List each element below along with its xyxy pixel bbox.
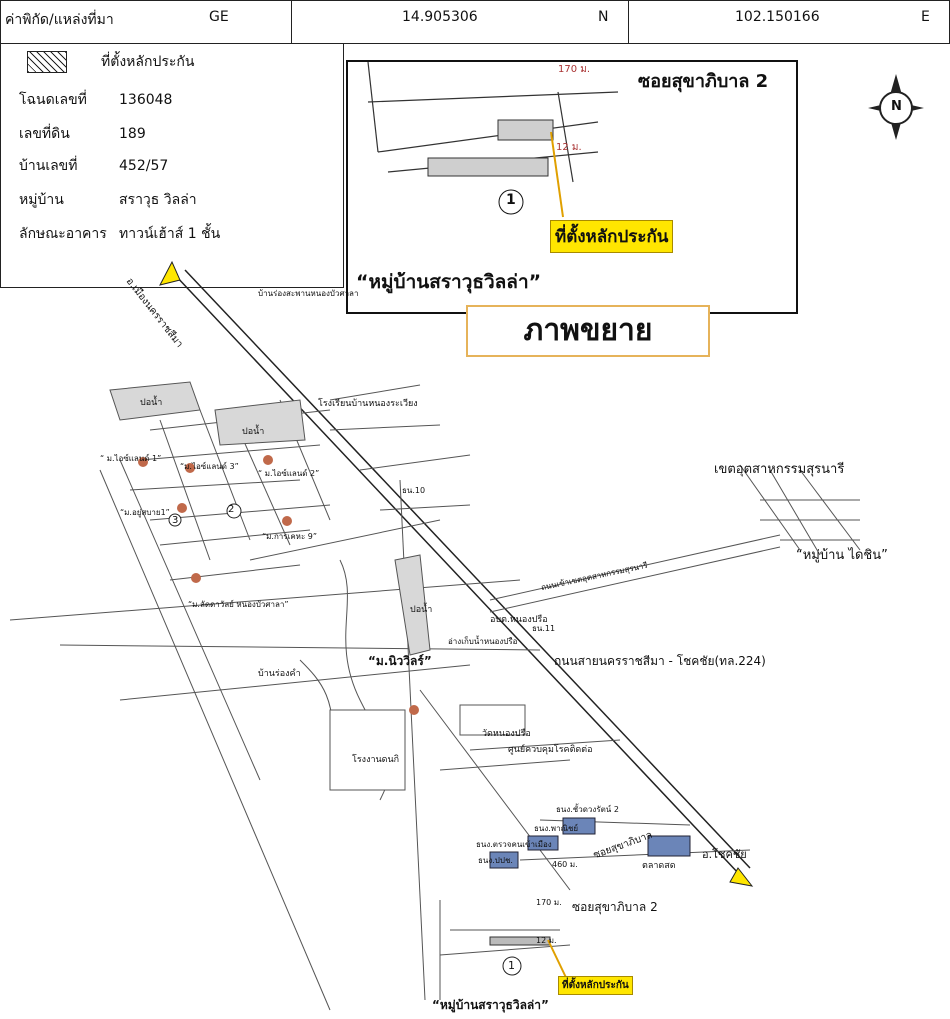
deed-label: โฉนดเลขที่ <box>19 92 87 108</box>
source-value: GE <box>209 9 229 25</box>
marker-1: 1 <box>508 959 515 972</box>
inset-title: ภาพขยาย <box>523 313 653 348</box>
label-tower2: ธน.11 <box>532 624 556 633</box>
north-compass-icon: N <box>866 72 926 146</box>
label-obt: อบต.หนองปรือ <box>490 615 548 625</box>
village-value: สราวุธ วิลล่า <box>119 192 197 208</box>
land-no-row: เลขที่ดิน 189 <box>19 123 146 145</box>
source-cell: ค่าพิกัด/แหล่งที่มา GE <box>1 1 292 43</box>
marker-2: 2 <box>228 504 235 515</box>
label-temple: วัดหนองปรือ <box>482 729 531 739</box>
inset-dist-side: 12 ม. <box>556 142 582 153</box>
house-no-row: บ้านเลขที่ 452/57 <box>19 155 168 177</box>
latitude-value: 14.905306 <box>402 9 478 25</box>
village-label: หมู่บ้าน <box>19 192 64 208</box>
label-to-chokchai: อ.โชคชัย <box>702 848 747 861</box>
label-v-ban: บ้านร่องคำ <box>258 669 301 679</box>
building-row: ลักษณะอาคาร ทาวน์เฮ้าส์ 1 ชั้น <box>19 223 220 245</box>
inset-marker-1: 1 <box>506 192 516 208</box>
label-bank3: ธนง.ตรวจคนเข้าเมือง <box>476 840 552 849</box>
building-value: ทาวน์เฮ้าส์ 1 ชั้น <box>119 226 221 242</box>
label-bank2: ธนง.พาณิชย์ <box>534 824 579 833</box>
label-school: โรงเรียนบ้านหนองระเวียง <box>318 399 418 409</box>
label-health: ศูนย์ควบคุมโรคติดต่อ <box>508 745 593 755</box>
label-dist-12: 12 ม. <box>536 936 557 945</box>
label-market: ตลาดสด <box>642 861 676 871</box>
inset-map: ซอยสุขาภิบาล 2 170 ม. 12 ม. 1 ที่ตั้งหลั… <box>346 60 798 314</box>
label-v3: “ ม.ไอซ์แลนด์ 2” <box>258 469 320 478</box>
house-no-label: บ้านเลขที่ <box>19 158 78 174</box>
label-pond: อ่างเก็บน้ำหนองปรือ <box>448 637 518 646</box>
label-pond1: ปอน้ำ <box>140 398 163 408</box>
label-bank1: ธนง.ชั้วดวงรัตน์ 2 <box>556 805 619 814</box>
inset-dist-top: 170 ม. <box>558 64 591 75</box>
building-label: ลักษณะอาคาร <box>19 226 107 242</box>
land-no-label: เลขที่ดิน <box>19 126 70 142</box>
inset-collateral-callout: ที่ตั้งหลักประกัน <box>550 220 674 253</box>
inset-village-label: “หมู่บ้านสราวุธวิลล่า” <box>356 271 542 293</box>
house-no-value: 452/57 <box>119 158 169 174</box>
latitude-hemisphere: N <box>598 9 609 25</box>
label-pond3: ปอน้ำ <box>410 605 433 615</box>
label-soi-sukha2: ซอยสุขาภิบาล 2 <box>572 900 658 914</box>
village-row: หมู่บ้าน สราวุธ วิลล่า <box>19 189 197 211</box>
longitude-cell: 102.150166 E <box>629 1 949 43</box>
label-bank4: ธนง.ปปช. <box>478 856 513 865</box>
label-tower: ธน.10 <box>402 486 426 495</box>
label-main-road: ถนนสายนครราชสีมา - โชคชัย(ทล.224) <box>554 654 766 668</box>
label-daichin: “หมู่บ้าน ไดชิน” <box>796 548 888 563</box>
land-no-value: 189 <box>119 126 146 142</box>
property-info-box: ที่ตั้งหลักประกัน โฉนดเลขที่ 136048 เลขที… <box>0 43 344 288</box>
label-village-sarawut: “หมู่บ้านสราวุธวิลล่า” <box>432 998 549 1012</box>
marker-3: 3 <box>172 515 179 526</box>
label-v5: “ม.การเคหะ 9” <box>262 532 318 541</box>
inset-road-label: ซอยสุขาภิบาล 2 <box>638 71 769 92</box>
label-v1: “ ม.ไอซ์แลนด์ 1” <box>100 454 162 463</box>
label-v4: “ม.อยู่สบาย1” <box>120 508 170 517</box>
deed-row: โฉนดเลขที่ 136048 <box>19 89 172 111</box>
longitude-value: 102.150166 <box>735 9 820 25</box>
longitude-hemisphere: E <box>921 9 930 25</box>
label-v-niwa: “ม.นิววิลร์” <box>368 654 432 668</box>
label-hospital: โรงงานดนกิ <box>352 755 400 765</box>
label-pond2: ปอน้ำ <box>242 427 265 437</box>
inset-title-box: ภาพขยาย <box>466 305 710 357</box>
label-industrial: เขตอุตสาหกรรมสุรนารี <box>714 462 845 477</box>
label-v6: “ม.ลัดดาวัลย์ หนองบัวศาลา” <box>188 600 289 609</box>
deed-value: 136048 <box>119 92 173 108</box>
collateral-hatch-swatch <box>27 51 67 73</box>
compass-north-label: N <box>891 99 902 114</box>
inset-drawing <box>367 62 619 218</box>
label-dist-460: 460 ม. <box>552 860 578 869</box>
collateral-callout: ที่ตั้งหลักประกัน <box>558 976 633 995</box>
label-v2: “ม.ไอซ์แลนด์ 3” <box>180 462 239 471</box>
legend-label: ที่ตั้งหลักประกัน <box>101 54 195 70</box>
label-top-village: บ้านร่องสะพานหนองบัวศาลา <box>258 289 359 298</box>
latitude-cell: 14.905306 N <box>292 1 629 43</box>
source-label: ค่าพิกัด/แหล่งที่มา <box>5 12 114 28</box>
coordinate-bar: ค่าพิกัด/แหล่งที่มา GE 14.905306 N 102.1… <box>0 0 950 44</box>
label-dist-170: 170 ม. <box>536 898 562 907</box>
